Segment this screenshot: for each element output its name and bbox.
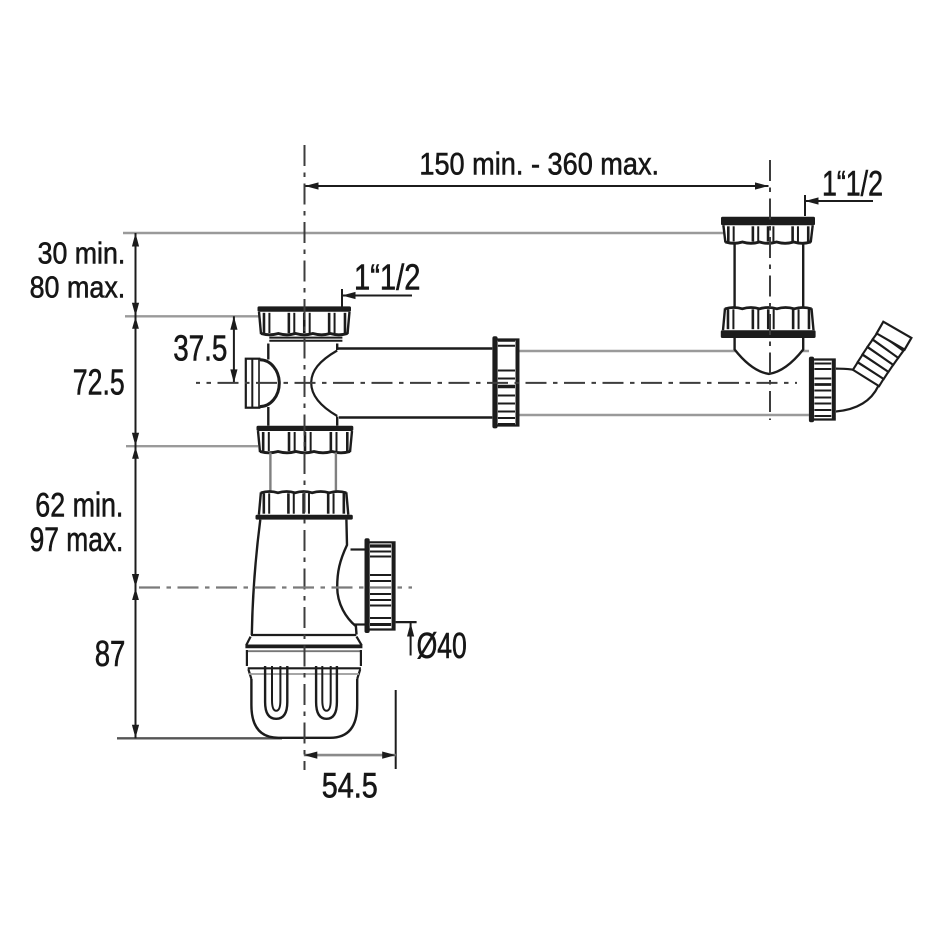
- svg-text:Ø40: Ø40: [417, 625, 467, 666]
- svg-text:54.5: 54.5: [322, 766, 378, 805]
- svg-text:1“1/2: 1“1/2: [822, 165, 883, 204]
- svg-text:37.5: 37.5: [173, 328, 227, 369]
- svg-text:97 max.: 97 max.: [30, 521, 124, 559]
- svg-text:30 min.: 30 min.: [38, 235, 126, 270]
- svg-text:1“1/2: 1“1/2: [354, 257, 420, 298]
- svg-text:72.5: 72.5: [73, 362, 125, 403]
- svg-text:62 min.: 62 min.: [35, 486, 123, 524]
- svg-text:150 min. - 360 max.: 150 min. - 360 max.: [419, 146, 659, 182]
- svg-text:80 max.: 80 max.: [30, 270, 126, 305]
- svg-text:87: 87: [95, 633, 126, 674]
